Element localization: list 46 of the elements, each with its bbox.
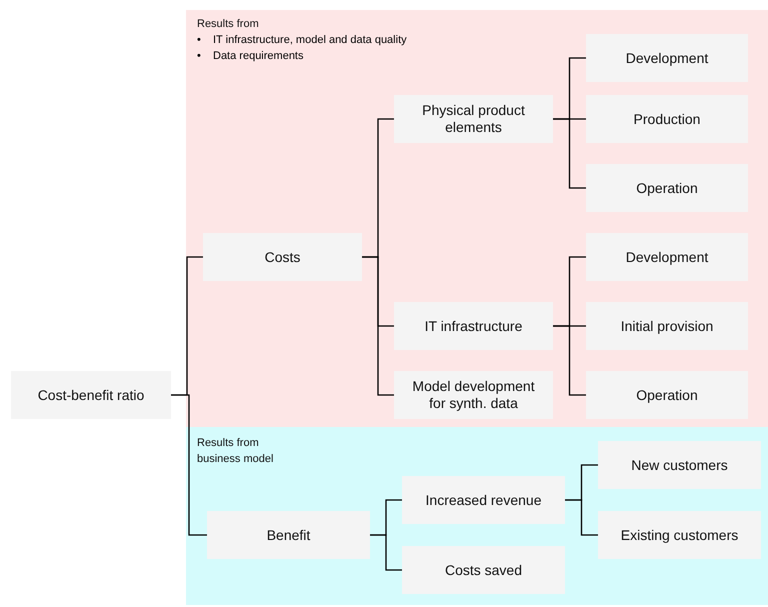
connector-line <box>553 325 586 396</box>
process-box <box>11 371 171 419</box>
connector-line <box>362 256 394 396</box>
box-label: Development <box>626 50 708 66</box>
process-box <box>402 476 565 524</box>
box-label: IT infrastructure <box>424 318 522 334</box>
connector-line <box>553 118 586 189</box>
box-label: Costs saved <box>444 562 522 578</box>
connector-line <box>171 394 207 536</box>
process-box <box>586 164 748 212</box>
group-band <box>186 427 768 605</box>
box-label: Benefit <box>266 526 310 544</box>
process-box <box>586 371 748 419</box>
box-label: Initial provision <box>620 318 714 334</box>
process-box <box>598 511 761 559</box>
process-box <box>394 302 553 350</box>
box-label: Operation <box>636 386 698 404</box>
process-box <box>394 371 553 419</box>
band-heading: Results from business model <box>197 436 274 467</box>
box-label: Physical product elements <box>421 102 526 136</box>
bullet-text: Data requirements <box>213 49 304 64</box>
process-box <box>207 511 370 559</box>
bullet-text: IT infrastructure, model and data quality <box>213 33 407 48</box>
group-band <box>186 10 768 427</box>
box-label: Model development for synth. data <box>411 378 536 412</box>
process-box <box>402 546 565 594</box>
box-label: Increased revenue <box>426 492 542 508</box>
connector-line <box>370 534 402 571</box>
box-label: Existing customers <box>620 526 738 544</box>
bullet-marker: • <box>197 49 202 64</box>
box-label: Cost-benefit ratio <box>38 386 144 404</box>
process-box <box>598 441 761 489</box>
box-label: Operation <box>636 180 698 196</box>
process-box <box>586 302 748 350</box>
connector-line <box>565 499 598 536</box>
box-label: Development <box>626 248 708 266</box>
box-label: Production <box>634 110 700 128</box>
process-box <box>394 95 553 143</box>
process-box <box>203 233 362 281</box>
box-label: Costs <box>264 248 300 266</box>
bullet-marker: • <box>197 33 202 48</box>
process-box <box>586 34 748 82</box>
process-box <box>586 233 748 281</box>
box-label: New customers <box>631 456 728 474</box>
process-box <box>586 95 748 143</box>
band-heading: Results from <box>197 17 260 32</box>
